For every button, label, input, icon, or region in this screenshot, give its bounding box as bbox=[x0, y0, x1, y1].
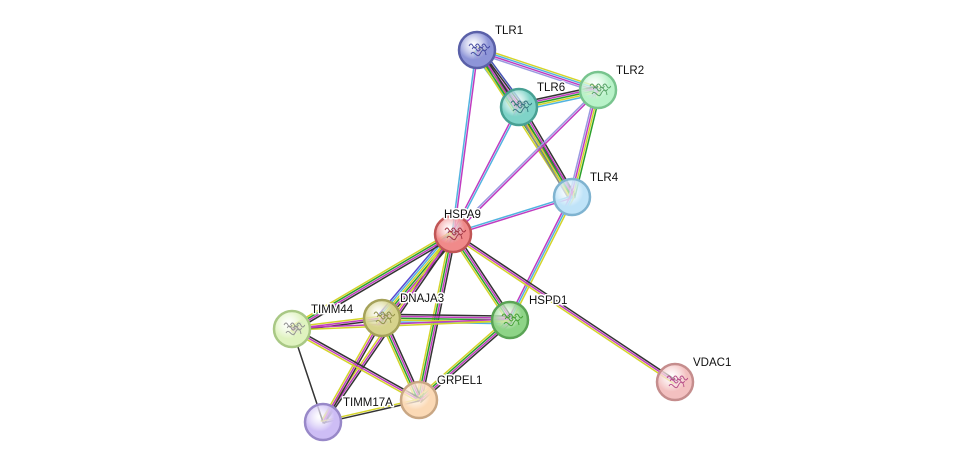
protein-structure-icon bbox=[468, 43, 491, 57]
edge-dnaja3-timm17a[interactable] bbox=[320, 316, 385, 424]
edge-tlr4-hspa9[interactable] bbox=[451, 195, 574, 236]
edge-evidence-line bbox=[453, 49, 479, 235]
node-tlr4[interactable]: TLR4 bbox=[552, 171, 620, 217]
protein-structure-icon bbox=[510, 100, 533, 114]
protein-structure-icon bbox=[589, 83, 612, 97]
edge-evidence-line bbox=[291, 328, 420, 401]
edge-evidence-line bbox=[451, 234, 675, 385]
node-vdac1[interactable]: VDAC1 bbox=[655, 356, 733, 402]
edge-timm44-grpel1[interactable] bbox=[290, 326, 421, 403]
edge-evidence-line bbox=[291, 234, 455, 331]
node-label: TIMM44 bbox=[311, 304, 354, 316]
node-hspd1[interactable]: HSPD1 bbox=[490, 294, 569, 340]
node-label: TLR2 bbox=[616, 65, 644, 77]
node-tlr2[interactable]: TLR2 bbox=[578, 64, 646, 110]
edge-evidence-line bbox=[417, 318, 511, 401]
edge-tlr4-hspd1[interactable] bbox=[507, 195, 575, 322]
protein-structure-icon bbox=[501, 313, 524, 327]
edge-tlr1-tlr2[interactable] bbox=[475, 46, 600, 94]
node-hspa9[interactable]: HSPA9 bbox=[433, 208, 482, 254]
node-circle bbox=[303, 402, 343, 442]
node-label: TLR4 bbox=[590, 172, 619, 184]
edge-evidence-line bbox=[509, 196, 573, 321]
edge-evidence-line bbox=[381, 315, 511, 319]
edge-evidence-line bbox=[451, 105, 519, 235]
edge-evidence-line bbox=[292, 326, 421, 400]
edge-evidence-line bbox=[507, 195, 572, 320]
edge-evidence-line bbox=[322, 317, 383, 423]
edge-evidence-line bbox=[291, 320, 511, 331]
node-circle bbox=[399, 380, 439, 420]
edge-evidence-line bbox=[291, 318, 511, 329]
protein-structure-icon bbox=[373, 311, 396, 325]
node-label: TIMM17A bbox=[343, 397, 393, 409]
node-timm17a[interactable]: TIMM17A bbox=[303, 396, 395, 442]
edge-evidence-line bbox=[290, 329, 419, 403]
node-label: HSPA9 bbox=[444, 209, 481, 221]
edge-evidence-line bbox=[475, 50, 599, 92]
edge-evidence-line bbox=[477, 46, 600, 89]
edge-evidence-line bbox=[451, 88, 599, 235]
node-label: DNAJA3 bbox=[400, 293, 444, 305]
protein-structure-icon bbox=[666, 375, 689, 389]
node-label: HSPD1 bbox=[529, 295, 567, 307]
edge-evidence-line bbox=[320, 316, 382, 422]
node-label: TLR6 bbox=[537, 82, 565, 94]
edge-evidence-line bbox=[289, 230, 453, 328]
edge-evidence-line bbox=[381, 321, 511, 325]
edge-tlr2-hspa9[interactable] bbox=[451, 88, 600, 236]
edge-evidence-line bbox=[323, 318, 385, 424]
edge-hspa9-timm44[interactable] bbox=[289, 230, 456, 333]
edge-evidence-line bbox=[510, 197, 575, 322]
edge-evidence-line bbox=[290, 232, 454, 329]
edge-evidence-line bbox=[475, 51, 598, 94]
edge-evidence-line bbox=[381, 313, 511, 317]
edge-evidence-line bbox=[420, 321, 513, 403]
edge-evidence-line bbox=[292, 235, 456, 333]
node-circle bbox=[552, 177, 592, 217]
edge-evidence-line bbox=[416, 317, 509, 399]
edge-hspd1-grpel1[interactable] bbox=[416, 317, 513, 403]
edges-layer bbox=[289, 46, 677, 424]
node-dnaja3[interactable]: DNAJA3 bbox=[362, 292, 446, 338]
edge-evidence-line bbox=[452, 197, 574, 236]
edge-evidence-line bbox=[418, 319, 512, 402]
edge-evidence-line bbox=[451, 195, 573, 234]
node-timm44[interactable]: TIMM44 bbox=[272, 303, 355, 349]
protein-structure-icon bbox=[283, 322, 306, 336]
edge-hspa9-vdac1[interactable] bbox=[451, 231, 677, 385]
edge-evidence-line bbox=[453, 231, 677, 382]
protein-structure-icon bbox=[444, 227, 467, 241]
edge-hspd1-timm44[interactable] bbox=[291, 318, 511, 331]
node-tlr6[interactable]: TLR6 bbox=[499, 81, 567, 127]
edge-tlr6-hspa9[interactable] bbox=[451, 105, 521, 236]
edge-evidence-line bbox=[451, 49, 477, 235]
node-tlr1[interactable]: TLR1 bbox=[457, 24, 525, 70]
node-label: TLR1 bbox=[495, 25, 523, 37]
edge-tlr1-hspa9[interactable] bbox=[451, 49, 479, 235]
node-label: GRPEL1 bbox=[437, 375, 482, 387]
node-label: VDAC1 bbox=[693, 357, 731, 369]
edge-evidence-line bbox=[452, 233, 676, 383]
edge-evidence-line bbox=[453, 106, 521, 236]
edge-evidence-line bbox=[476, 48, 600, 90]
edge-evidence-line bbox=[452, 89, 600, 236]
node-grpel1[interactable]: GRPEL1 bbox=[399, 374, 484, 420]
